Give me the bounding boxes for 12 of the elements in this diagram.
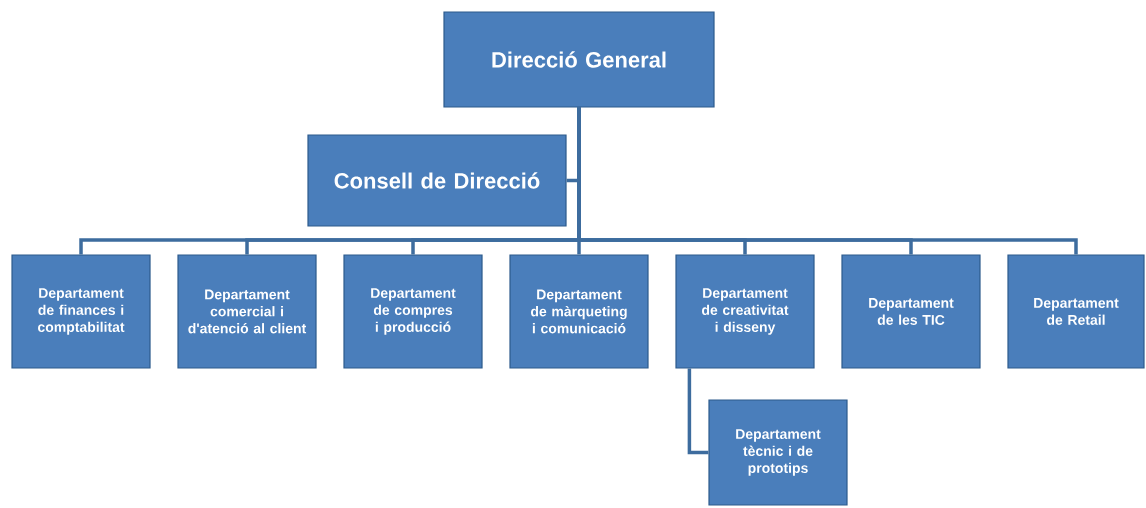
department-box: Departament de màrqueting i comunicació <box>509 254 649 369</box>
department-box: Departament de Retail <box>1007 254 1145 369</box>
department-box: Departament comercial i d'atenció al client <box>177 254 317 369</box>
department-box: Departament de compres i producció <box>343 254 483 369</box>
connector-line <box>577 107 1078 255</box>
department-box: Departament de finances i comptabilitat <box>11 254 151 369</box>
department-box: Departament de creativitat i disseny <box>675 254 815 369</box>
connector-line <box>687 368 709 455</box>
department-box: Direcció General <box>443 11 715 108</box>
department-box: Departament tècnic i de prototips <box>708 399 848 506</box>
department-box: Departament de les TIC <box>841 254 981 369</box>
department-box: Consell de Direcció <box>307 134 567 227</box>
